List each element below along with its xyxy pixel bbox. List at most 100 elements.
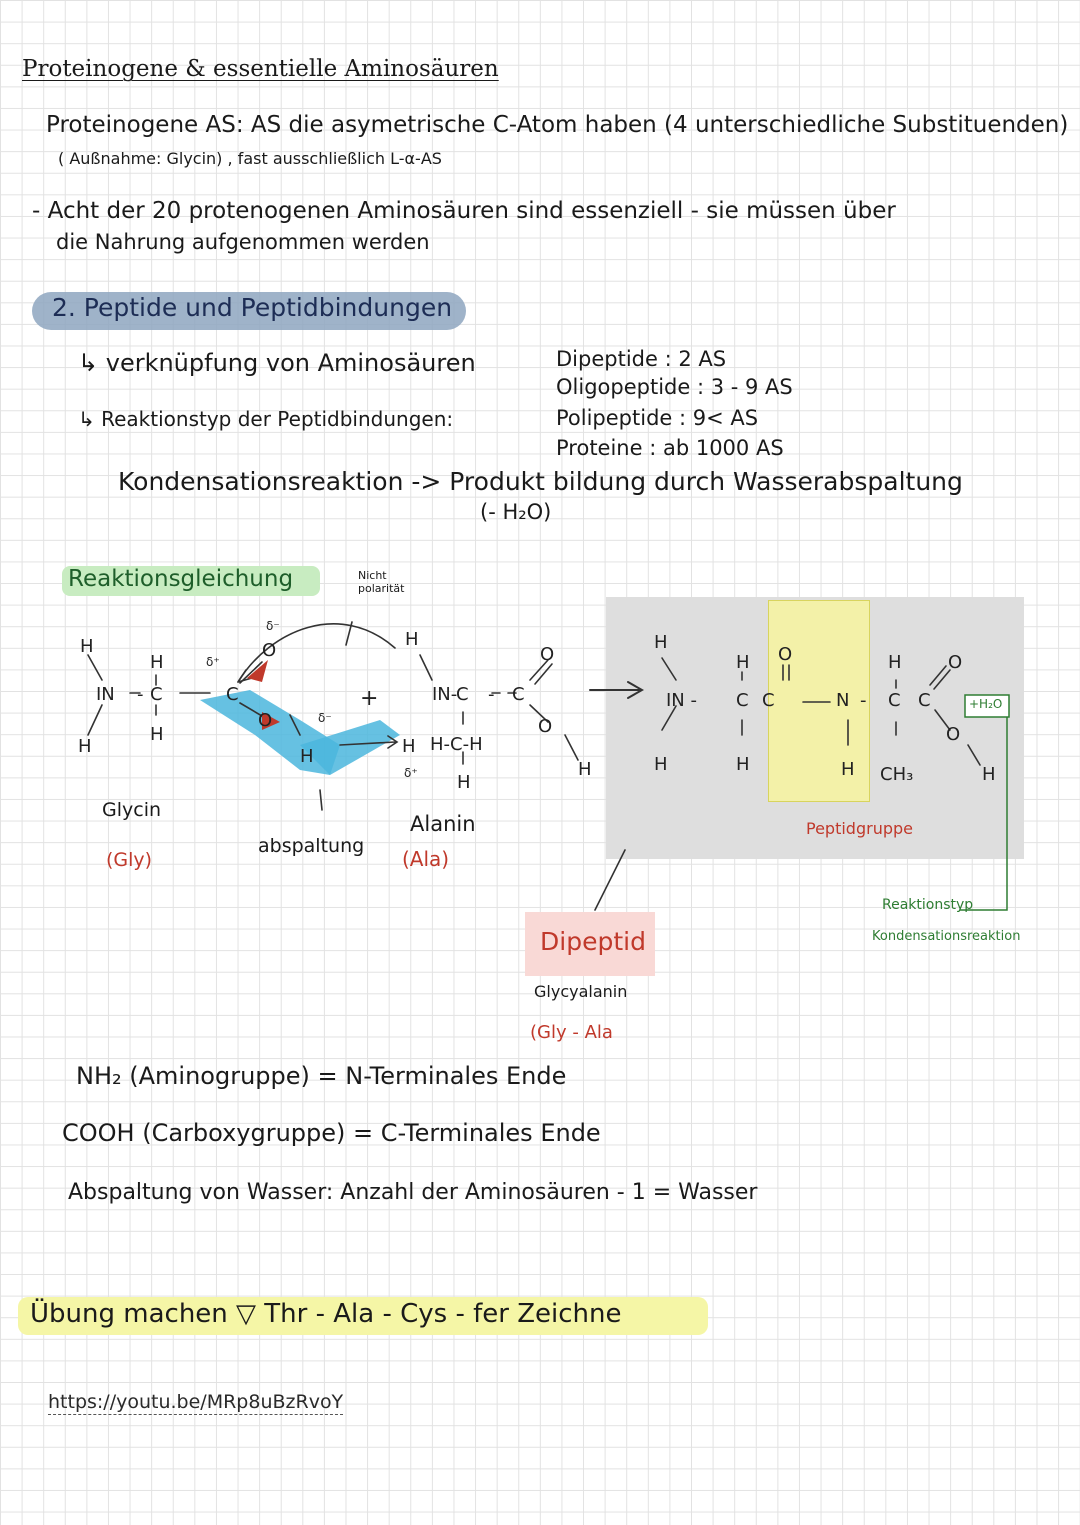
- nicht-polar-note: Nicht polarität: [358, 569, 405, 595]
- svg-text:O: O: [258, 710, 272, 731]
- water-highlight-band: [200, 690, 340, 775]
- glycin-label: Glycin: [102, 799, 162, 821]
- svg-text:O: O: [540, 644, 554, 665]
- exercise-highlight: [18, 1297, 708, 1335]
- condensation-note: Kondensationsreaktion -> Produkt bildung…: [118, 467, 963, 496]
- exercise-note: Übung machen ▽ Thr - Ala - Cys - fer Zei…: [30, 1299, 622, 1329]
- svg-text:C: C: [736, 690, 749, 711]
- svg-text:O: O: [948, 652, 962, 673]
- reaction-heading: Reaktionsgleichung: [68, 566, 294, 592]
- gly-ala-label: (Gly - Ala: [530, 1022, 613, 1043]
- svg-text:H: H: [736, 652, 750, 673]
- svg-text:H: H: [300, 746, 314, 767]
- bond: [87, 654, 103, 681]
- svg-text:-: -: [860, 690, 867, 711]
- bond: [929, 665, 947, 686]
- alanin-label: Alanin: [410, 812, 476, 836]
- svg-text:H: H: [402, 736, 416, 757]
- note-reaction-type: ↳ Reaktionstyp der Peptidbindungen:: [78, 407, 454, 431]
- bond: [419, 654, 433, 681]
- svg-text:C: C: [456, 684, 469, 705]
- svg-text:δ⁻: δ⁻: [266, 619, 280, 633]
- attack-arrow: [339, 735, 399, 749]
- peptidgruppe-label: Peptidgruppe: [806, 819, 913, 838]
- svg-text:H: H: [78, 736, 92, 757]
- svg-text:H: H: [80, 636, 94, 657]
- plus-water-label: +H₂O: [969, 697, 1003, 711]
- svg-text:δ⁺: δ⁺: [404, 766, 418, 780]
- svg-text:C: C: [888, 690, 901, 711]
- svg-text:H: H: [405, 629, 419, 650]
- gly-abbrev: (Gly): [106, 849, 153, 871]
- svg-text:O: O: [262, 640, 276, 661]
- dipeptid-label: Dipeptid: [540, 927, 646, 956]
- svg-text:-: -: [488, 684, 495, 705]
- svg-text:C: C: [762, 690, 775, 711]
- glycyalanin-label: Glycyalanin: [534, 982, 628, 1001]
- svg-text:H: H: [457, 772, 471, 793]
- svg-text:δ⁺: δ⁺: [206, 655, 220, 669]
- svg-text:C: C: [918, 690, 931, 711]
- svg-text:C: C: [226, 684, 239, 705]
- water-loss-note: (- H₂O): [480, 500, 552, 524]
- bond: [934, 709, 951, 731]
- svg-text:C: C: [512, 684, 525, 705]
- definition-line-1: Proteinogene AS: AS die asymetrische C-A…: [46, 112, 1069, 138]
- dipeptid-highlight: [525, 912, 655, 976]
- bond: [564, 734, 579, 761]
- svg-text:C: C: [150, 684, 163, 705]
- abspaltung-label: abspaltung: [258, 835, 365, 857]
- bond: [661, 657, 677, 681]
- reaction-arrowhead: [627, 681, 645, 699]
- dipole-arrow: [247, 660, 268, 682]
- svg-text:H: H: [888, 652, 902, 673]
- water-highlight-band-2: [300, 720, 400, 775]
- peptide-size-2: Oligopeptide : 3 - 9 AS: [556, 375, 793, 399]
- svg-text:O: O: [778, 644, 792, 665]
- svg-text:IN: IN: [96, 684, 115, 705]
- bond: [661, 705, 677, 731]
- bond: [933, 669, 951, 690]
- svg-text:H-C-H: H-C-H: [430, 734, 483, 755]
- page-title: Proteinogene & essentielle Aminosäuren: [22, 56, 499, 82]
- svg-text:IN -: IN -: [666, 690, 697, 711]
- svg-text:H: H: [150, 652, 164, 673]
- bond: [239, 702, 263, 717]
- svg-text:H: H: [654, 632, 668, 653]
- svg-text:H: H: [841, 759, 855, 780]
- peptide-size-4: Proteine : ab 1000 AS: [556, 436, 784, 460]
- svg-text:H: H: [150, 724, 164, 745]
- peptide-size-1: Dipeptide : 2 AS: [556, 347, 727, 371]
- svg-text:O: O: [538, 716, 552, 737]
- reaktionstyp-label: Reaktionstyp: [882, 897, 974, 913]
- peptide-size-3: Polipeptide : 9< AS: [556, 406, 759, 430]
- dipole-arrow-2: [262, 712, 280, 730]
- svg-text:H: H: [654, 754, 668, 775]
- nh2-terminal: NH₂ (Aminogruppe) = N-Terminales Ende: [76, 1062, 567, 1090]
- curved-arrow: [237, 623, 396, 683]
- svg-text:N: N: [836, 690, 849, 711]
- dipeptid-pointer: [594, 849, 626, 911]
- svg-text:H: H: [578, 759, 592, 780]
- svg-text:+: +: [360, 686, 378, 711]
- svg-text:CH₃: CH₃: [880, 764, 913, 785]
- note-linking: ↳ verknüpfung von Aminosäuren: [78, 349, 476, 377]
- youtube-link[interactable]: https://youtu.be/MRp8uBzRvoY: [48, 1391, 344, 1415]
- ala-abbrev: (Ala): [402, 847, 450, 871]
- bond: [529, 704, 549, 723]
- bond: [534, 663, 553, 685]
- heading-highlight: [32, 292, 466, 330]
- water-box: [964, 694, 1010, 718]
- peptide-group-box: [768, 600, 870, 802]
- essential-line-2: die Nahrung aufgenommen werden: [56, 230, 430, 254]
- definition-line-2: ( Außnahme: Glycin) , fast ausschließlic…: [58, 149, 442, 168]
- svg-text:IN-: IN-: [432, 684, 457, 705]
- kondensation-label: Kondensationsreaktion: [872, 929, 1021, 944]
- abspaltung-arrow: [289, 714, 323, 811]
- svg-text:-: -: [137, 684, 144, 705]
- svg-text:H: H: [736, 754, 750, 775]
- essential-line-1: - Acht der 20 protenogenen Aminosäuren s…: [32, 198, 896, 224]
- bond: [239, 661, 263, 684]
- bond: [967, 744, 981, 766]
